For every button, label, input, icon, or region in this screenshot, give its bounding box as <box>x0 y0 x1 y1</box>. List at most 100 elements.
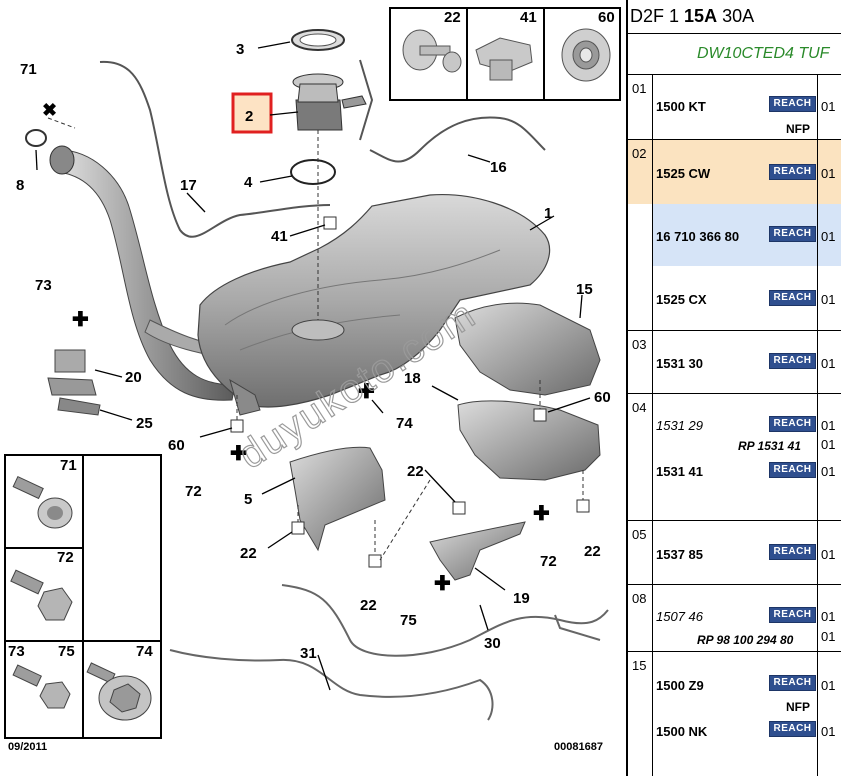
part-qty: 01 <box>821 678 836 693</box>
bolt-72-icon <box>10 569 73 621</box>
part-ref: 1500 NK <box>656 724 708 739</box>
inset-label-72: 72 <box>57 549 74 566</box>
label-72-b: 72 <box>540 553 557 570</box>
vehicle-code-bold: 15A <box>684 6 718 26</box>
inset-label-60: 60 <box>598 9 615 26</box>
reach-badge: REACH <box>769 353 816 369</box>
group-number: 03 <box>632 337 647 352</box>
label-5: 5 <box>244 491 252 508</box>
diagram-ref: 00081687 <box>554 741 603 753</box>
label-31: 31 <box>300 645 317 662</box>
group-15: 15 1500 Z9 REACH NFP 01 1500 NK REACH 01 <box>628 652 841 776</box>
part-row[interactable]: 1500 NK REACH <box>653 716 817 776</box>
inset-label-75: 75 <box>58 643 75 660</box>
group-04: 04 1531 29 REACH RP 1531 41 01 01 1531 4… <box>628 394 841 521</box>
sensor-20 <box>47 349 101 416</box>
group-number: 04 <box>632 400 647 415</box>
group-08: 08 1507 46 REACH RP 98 100 294 80 01 01 <box>628 585 841 652</box>
label-1: 1 <box>544 205 552 222</box>
part-qty: 01 <box>821 229 836 244</box>
bracket-19 <box>429 521 526 581</box>
part-row[interactable]: 1500 Z9 REACH NFP <box>653 652 817 716</box>
reach-badge: REACH <box>769 226 816 242</box>
reach-badge: REACH <box>769 416 816 432</box>
svg-text:✚: ✚ <box>230 443 247 465</box>
part-row[interactable]: 1525 CX REACH <box>653 266 817 330</box>
part-row[interactable]: 1531 29 REACH RP 1531 41 <box>653 394 817 456</box>
part-qty: 01 <box>821 292 836 307</box>
bolt-73-icon <box>12 664 71 709</box>
label-22-a: 22 <box>407 463 424 480</box>
group-number: 01 <box>632 81 647 96</box>
reach-badge: REACH <box>769 607 816 623</box>
label-19: 19 <box>513 590 530 607</box>
label-22-b: 22 <box>240 545 257 562</box>
part-qty: 01 <box>821 356 836 371</box>
heat-shield-5 <box>289 446 386 552</box>
inset-left: 71 72 73 75 74 <box>4 454 162 739</box>
reach-badge: REACH <box>769 164 816 180</box>
label-22-d: 22 <box>584 543 601 560</box>
part-note-qty: 01 <box>821 437 836 452</box>
part-qty: 01 <box>821 547 836 562</box>
reach-badge: REACH <box>769 544 816 560</box>
inset-label-71: 71 <box>60 457 77 474</box>
part-ref: 16 710 366 80 <box>656 229 740 244</box>
part-row[interactable]: 1500 KT REACH NFP <box>653 75 817 139</box>
part-qty: 01 <box>821 418 836 433</box>
parts-list-panel: D2F 1 15A 30A DW10CTED4 TUF 01 1500 KT R… <box>626 0 841 776</box>
part-row[interactable]: 1507 46 REACH RP 98 100 294 80 <box>653 585 817 651</box>
group-number: 08 <box>632 591 647 606</box>
part-note-qty: 01 <box>821 629 836 644</box>
label-18: 18 <box>404 370 421 387</box>
part-ref: 1531 41 <box>656 464 703 479</box>
part-ref: 1525 CX <box>656 292 707 307</box>
part-row[interactable]: 1537 85 REACH <box>653 521 817 584</box>
nut-74-icon <box>86 662 152 721</box>
label-30: 30 <box>484 635 501 652</box>
label-15: 15 <box>576 281 593 298</box>
label-73: 73 <box>35 277 52 294</box>
bolt-71-icon <box>12 475 73 529</box>
label-4: 4 <box>244 174 253 191</box>
svg-text:✖: ✖ <box>42 100 57 120</box>
part-row[interactable]: 1525 CW REACH <box>653 140 817 204</box>
svg-text:✚: ✚ <box>434 573 451 595</box>
label-60-a: 60 <box>168 437 185 454</box>
part-ref: 1500 Z9 <box>656 678 704 693</box>
label-72-a: 72 <box>185 483 202 500</box>
leader-boxes <box>230 216 590 568</box>
brake-pipes <box>169 584 609 721</box>
part-row[interactable]: 16 710 366 80 REACH <box>653 204 817 266</box>
label-41: 41 <box>271 228 288 245</box>
label-74: 74 <box>396 415 413 432</box>
label-22-c: 22 <box>360 597 377 614</box>
label-75: 75 <box>400 612 417 629</box>
inset-top: 22 41 60 <box>389 7 621 101</box>
reach-badge: REACH <box>769 675 816 691</box>
svg-text:✚: ✚ <box>358 381 375 403</box>
part-row[interactable]: 1531 30 REACH <box>653 331 817 393</box>
hoses <box>99 59 546 238</box>
label-leaders <box>35 41 591 691</box>
inset-label-73: 73 <box>8 643 25 660</box>
selected-callout-2[interactable] <box>231 92 273 134</box>
label-3: 3 <box>236 41 244 58</box>
part-qty: 01 <box>821 724 836 739</box>
cross-markers: ✖ ✚ ✚ ✚ ✚ ✚ <box>42 100 550 595</box>
part-qty: 01 <box>821 99 836 114</box>
label-16: 16 <box>490 159 507 176</box>
reach-badge: REACH <box>769 462 816 478</box>
fuel-pump <box>290 29 367 185</box>
part-row[interactable]: 1531 41 REACH <box>653 456 817 520</box>
part-qty: 01 <box>821 464 836 479</box>
seal-ring-8 <box>25 129 47 147</box>
inset-label-22: 22 <box>444 9 461 26</box>
part-ref: 1537 85 <box>656 547 703 562</box>
group-01: 01 1500 KT REACH NFP 01 <box>628 75 841 140</box>
part-note: RP 1531 41 <box>738 439 801 453</box>
svg-text:✚: ✚ <box>533 503 550 525</box>
group-number: 15 <box>632 658 647 673</box>
label-71: 71 <box>20 61 37 78</box>
group-05: 05 1537 85 REACH 01 <box>628 521 841 585</box>
